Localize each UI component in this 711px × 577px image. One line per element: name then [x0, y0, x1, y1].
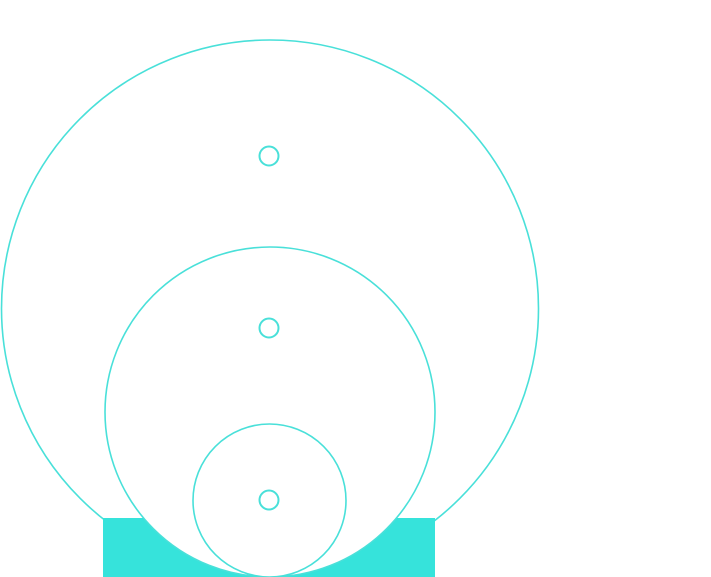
dot-top [258, 145, 280, 167]
dot-middle [258, 317, 280, 339]
dot-bottom [258, 489, 280, 511]
medium-circle [104, 246, 436, 577]
